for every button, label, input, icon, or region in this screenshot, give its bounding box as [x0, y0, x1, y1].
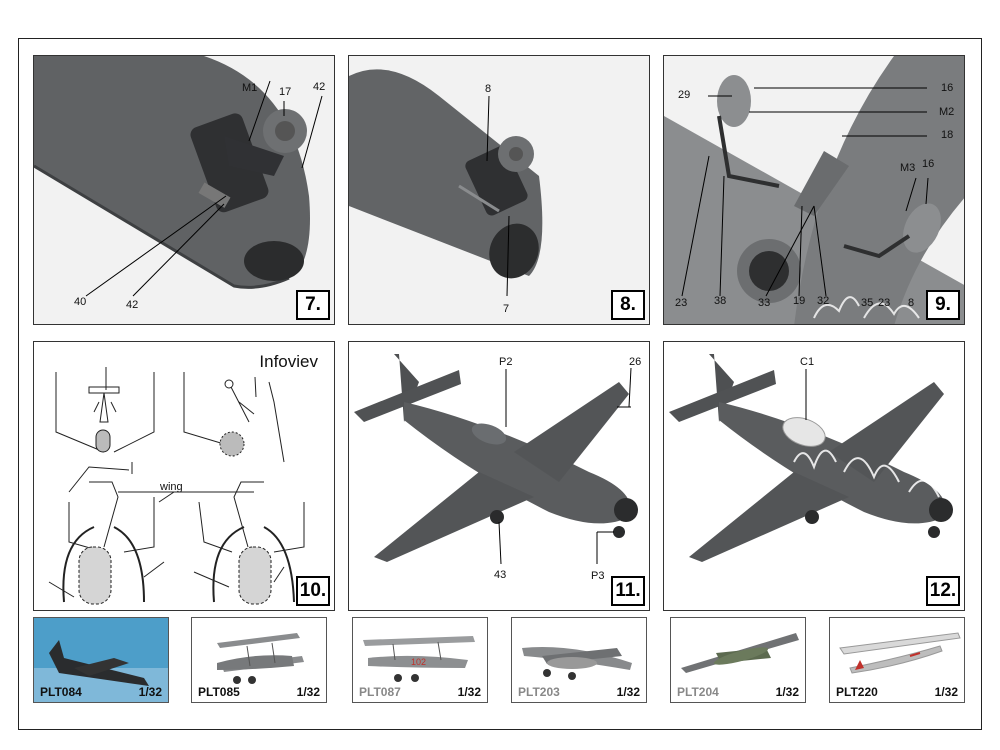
callout-label: 8 — [485, 83, 492, 95]
kit-image — [34, 618, 168, 702]
kit-scale: 1/32 — [616, 685, 640, 699]
step-number: 11. — [611, 576, 645, 606]
kit-image — [681, 633, 799, 673]
kit-thumbnail[interactable]: PLT220 1/32 — [829, 617, 965, 703]
callout-label: M2 — [939, 106, 955, 118]
step-9-photo — [664, 56, 964, 324]
callout-label: M1 — [242, 82, 258, 94]
kit-thumbnail[interactable]: PLT204 1/32 — [670, 617, 806, 703]
callout-label: M3 — [900, 162, 916, 174]
kit-code: PLT204 — [677, 685, 719, 699]
callout-label: P3 — [591, 570, 605, 582]
callout-label: 26 — [629, 356, 642, 368]
kit-code: PLT220 — [836, 685, 878, 699]
callout-label: 16 — [941, 82, 954, 94]
step-10-panel: Infoviev — [33, 341, 335, 611]
kit-thumbnail[interactable]: PLT084 1/32 — [33, 617, 169, 703]
callout-label: 33 — [758, 297, 771, 309]
step-12-panel: C1 12. — [663, 341, 965, 611]
kit-scale: 1/32 — [457, 685, 481, 699]
callout-label: 42 — [126, 299, 139, 311]
step-10-diagram — [48, 367, 305, 605]
callout-label: C1 — [800, 356, 815, 368]
callout-label: 35 — [861, 297, 874, 309]
wing-label: wing — [160, 481, 183, 493]
step-number: 8. — [611, 290, 645, 320]
callout-label: 7 — [503, 303, 510, 315]
step-9-panel: 29 16 M2 18 M3 16 23 38 33 19 32 35 23 8… — [663, 55, 965, 325]
step-7-panel: M1 17 42 40 42 7. — [33, 55, 335, 325]
kit-scale: 1/32 — [934, 685, 958, 699]
kit-scale: 1/32 — [296, 685, 320, 699]
callout-label: 42 — [313, 81, 326, 93]
callout-label: 17 — [279, 86, 292, 98]
instruction-sheet-frame — [18, 38, 982, 730]
callout-label: 29 — [678, 89, 691, 101]
step-7-photo — [34, 56, 323, 297]
callout-label: 19 — [793, 295, 806, 307]
step-11-photo — [354, 354, 638, 565]
callout-label: 16 — [922, 158, 935, 170]
step-number: 12. — [926, 576, 960, 606]
callout-label: 43 — [494, 569, 507, 581]
infoview-title: Infoviev — [259, 352, 318, 371]
callout-label: 18 — [941, 129, 954, 141]
callout-label: 23 — [878, 297, 891, 309]
kit-image — [217, 633, 304, 684]
kit-thumbnail[interactable]: 102 PLT087 1/32 — [352, 617, 488, 703]
callout-label: 38 — [714, 295, 727, 307]
kit-thumbnail[interactable]: PLT203 1/32 — [511, 617, 647, 703]
kit-thumbnail[interactable]: PLT085 1/32 — [191, 617, 327, 703]
callout-label: 8 — [908, 297, 915, 309]
step-12-photo — [669, 354, 953, 562]
kit-code: PLT085 — [198, 685, 240, 699]
step-11-panel: P2 26 43 P3 11. — [348, 341, 650, 611]
kit-scale: 1/32 — [138, 685, 162, 699]
callout-label: 23 — [675, 297, 688, 309]
kit-image — [839, 632, 961, 674]
step-number: 7. — [296, 290, 330, 320]
kit-image — [522, 647, 632, 680]
callout-label: P2 — [499, 356, 513, 368]
kit-code: PLT087 — [359, 685, 401, 699]
step-number: 9. — [926, 290, 960, 320]
kit-scale: 1/32 — [775, 685, 799, 699]
kit-code: PLT203 — [518, 685, 560, 699]
kit-image: 102 — [363, 636, 475, 682]
callout-label: 32 — [817, 295, 830, 307]
step-8-photo — [349, 69, 543, 297]
kit-code: PLT084 — [40, 685, 82, 699]
step-number: 10. — [296, 576, 330, 606]
svg-text:102: 102 — [411, 657, 426, 667]
step-8-panel: 8 7 8. — [348, 55, 650, 325]
callout-label: 40 — [74, 296, 87, 308]
